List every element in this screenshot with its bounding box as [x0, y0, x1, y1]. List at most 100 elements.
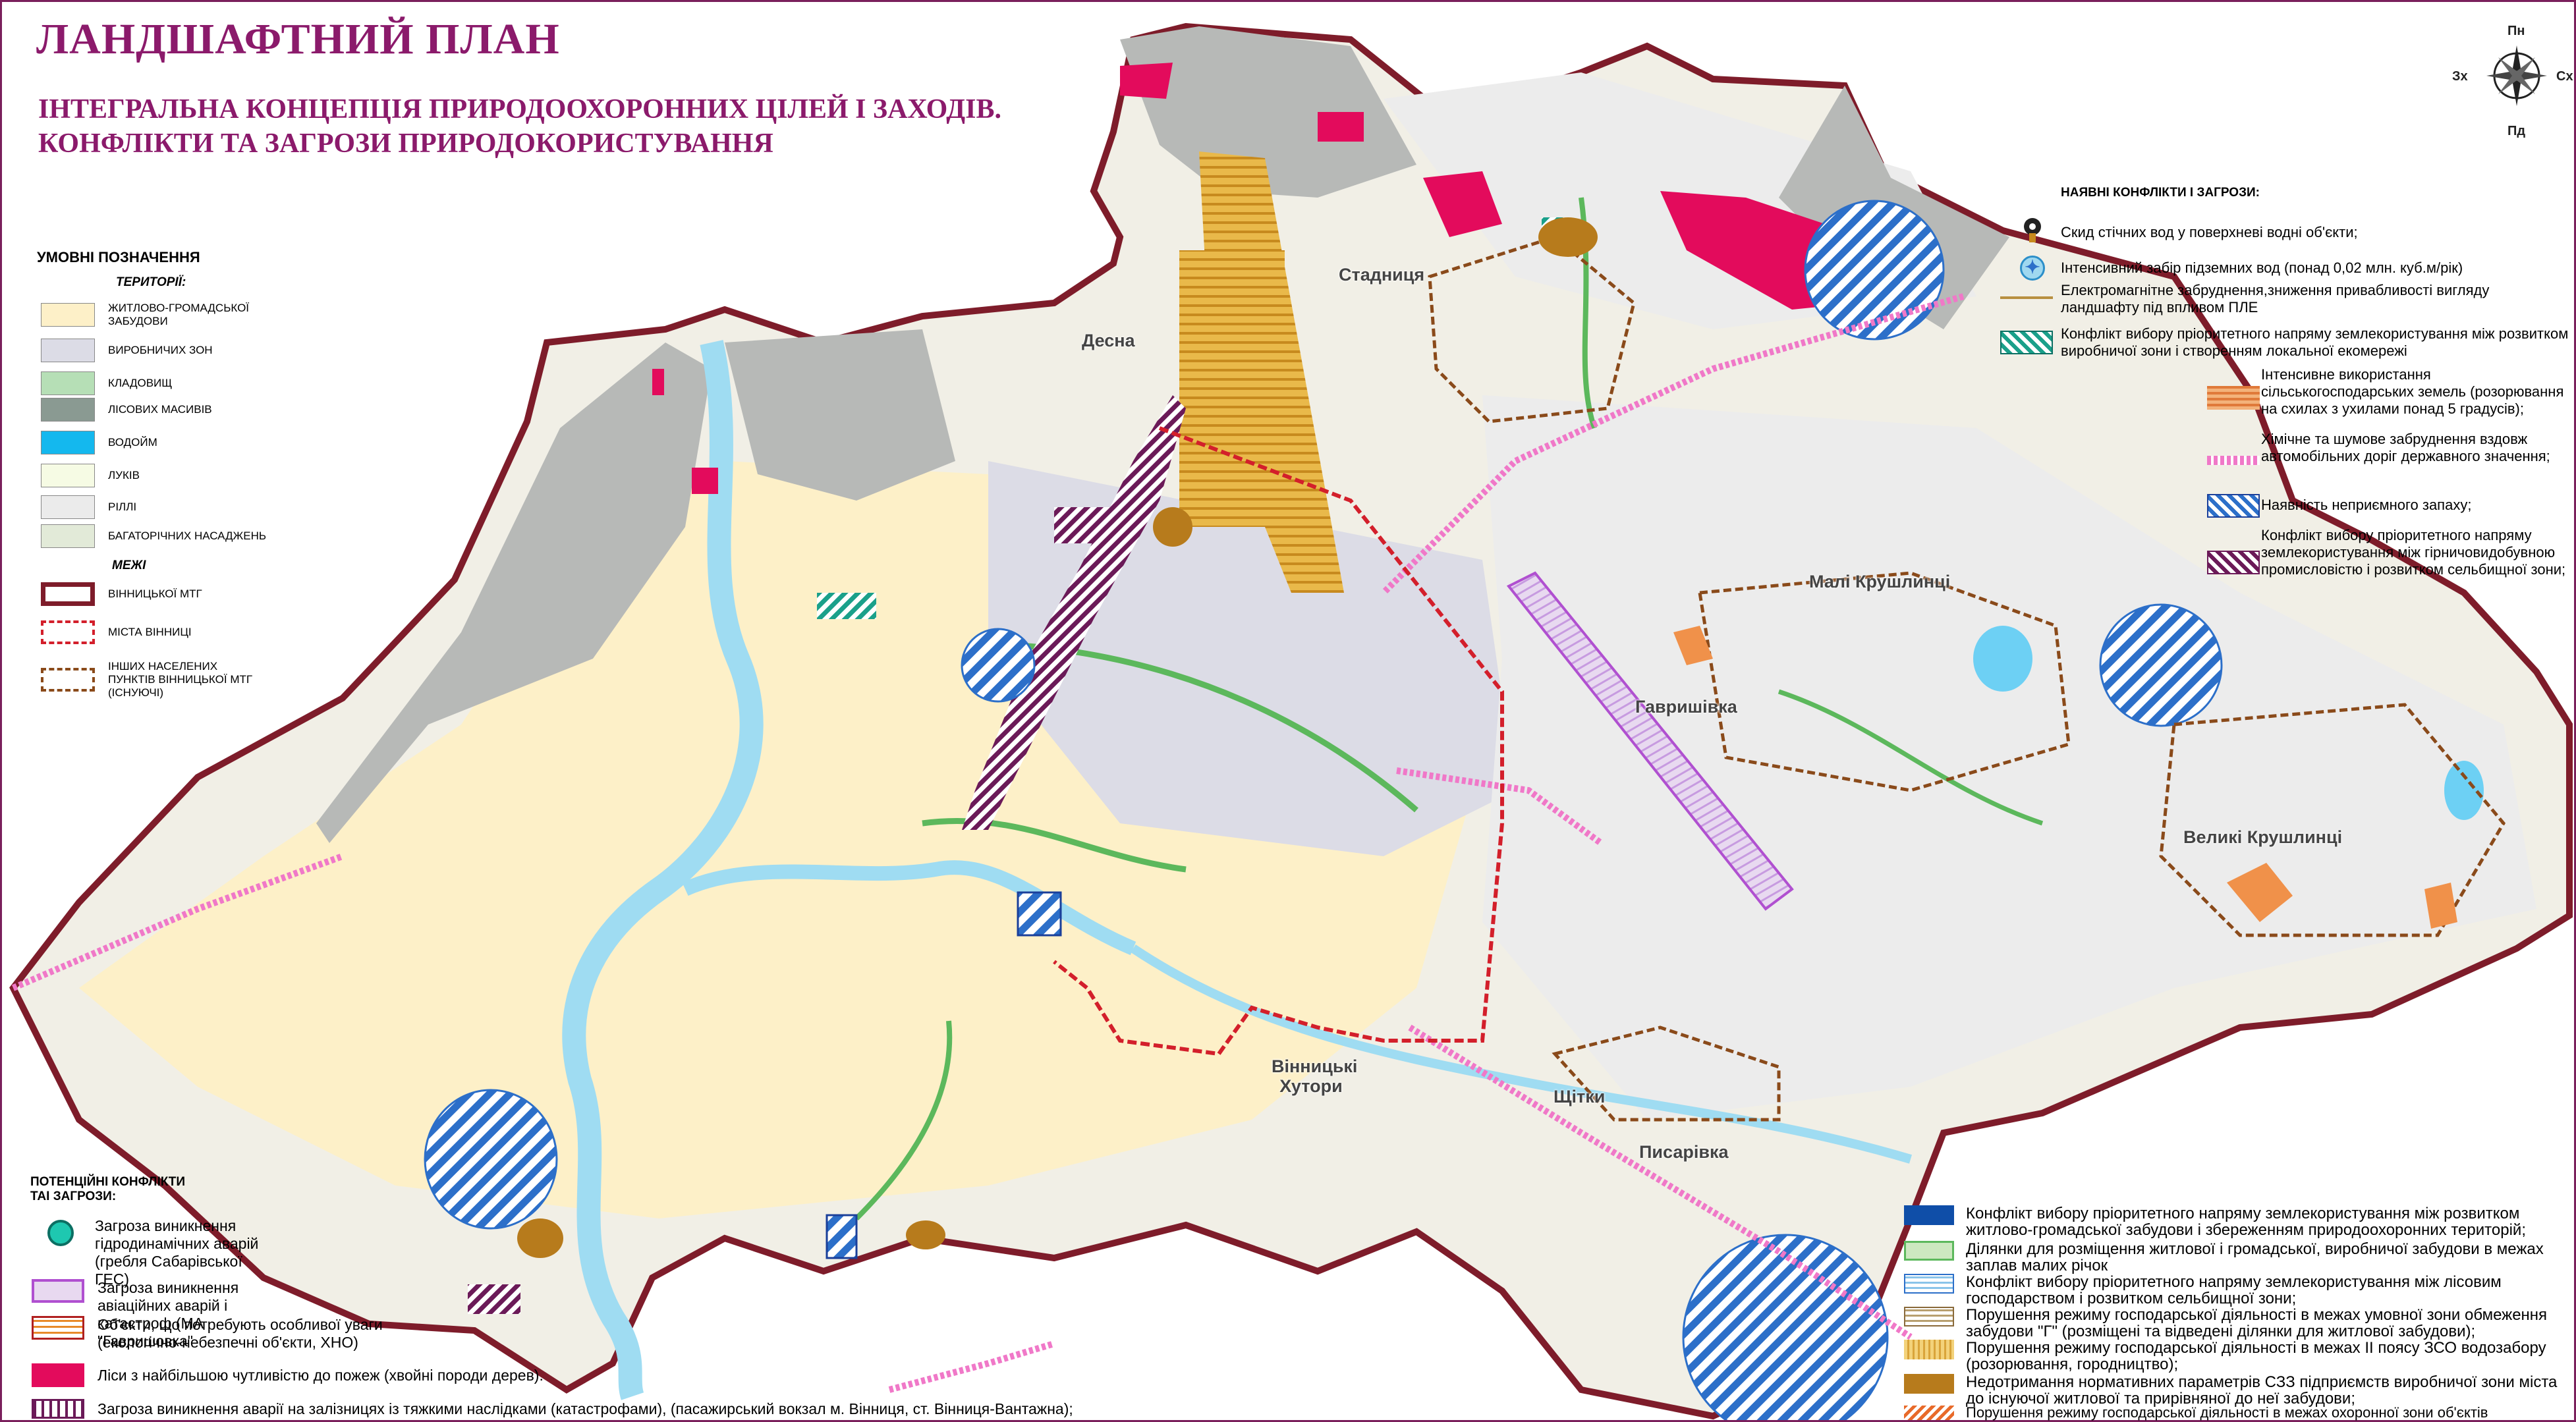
page-subtitle: ІНТЕГРАЛЬНА КОНЦЕПЦІЯ ПРИРОДООХОРОННИХ Ц…: [38, 92, 1001, 161]
place-label: Десна: [1082, 331, 1135, 350]
river: [562, 340, 764, 1400]
industrial-eco-swatch: [2000, 331, 2053, 354]
hazardous-object-swatch: [32, 1316, 84, 1340]
legend-label: ЛУКІВ: [108, 469, 140, 481]
legend-heading: УМОВНІ ПОЗНАЧЕННЯ: [37, 249, 200, 265]
conflict-swatch: [1904, 1340, 1954, 1359]
legend-label: МІСТА ВІННИЦІ: [108, 626, 192, 638]
agriculture-swatch: [2207, 386, 2260, 410]
highway-pollution: [1381, 293, 1965, 595]
railway-accident-swatch: [32, 1399, 84, 1419]
conflict-item: Ділянки для розміщення житлової і громад…: [1904, 1241, 2576, 1274]
odor-zone: [424, 1089, 558, 1230]
legend-item: ЛУКІВ: [41, 464, 140, 487]
legend-item: ЖИТЛОВО-ГРОМАДСЬКОЇ ЗАБУДОВИ: [41, 302, 266, 328]
place-label: Стадниця: [1339, 265, 1425, 285]
place-label: Щітки: [1554, 1087, 1606, 1107]
place-label: Малі Крушлинці: [1809, 572, 1951, 591]
legend-label: БАГАТОРІЧНИХ НАСАДЖЕНЬ: [108, 530, 267, 542]
potential-label: Загроза виникнення аварії на залізницях …: [98, 1400, 1073, 1417]
legend-item: ВІННИЦЬКОЇ МТГ: [41, 582, 202, 606]
legend-swatch: [41, 398, 95, 422]
legend-swatch: [41, 495, 95, 519]
compass-south: Пд: [2507, 124, 2526, 138]
existing-item: Скид стічних вод у поверхневі водні об'є…: [2061, 224, 2358, 240]
subtitle-line-1: ІНТЕГРАЛЬНА КОНЦЕПЦІЯ ПРИРОДООХОРОННИХ Ц…: [38, 94, 1001, 124]
conflict-swatch: [1904, 1274, 1954, 1294]
existing-item: Наявність неприємного запаху;: [2261, 497, 2472, 513]
city-boundary: [1053, 426, 1504, 1056]
conflict-label: Недотримання нормативних параметрів СЗЗ …: [1966, 1373, 2558, 1408]
existing-item: Конфлікт вибору пріоритетного напряму зе…: [2261, 527, 2566, 578]
conflict-label: Конфлікт вибору пріоритетного напряму зе…: [1966, 1205, 2526, 1239]
potential-item: Об'єкти, що потребують особливої уваги (…: [32, 1316, 440, 1352]
potential-item: Ліси з найбільшою чутливістю до пожеж (х…: [32, 1363, 544, 1387]
legend-label: ВІННИЦЬКОЇ МТГ: [108, 588, 202, 600]
legend-item: МІСТА ВІННИЦІ: [41, 620, 192, 644]
conflict-item: Недотримання нормативних параметрів СЗЗ …: [1904, 1374, 2576, 1407]
legend-swatch: [41, 464, 95, 487]
industrial-ecological-conflict: [817, 593, 876, 619]
conflict-swatch: [1904, 1241, 1954, 1261]
conflict-label: Конфлікт вибору пріоритетного напряму зе…: [1966, 1273, 2502, 1307]
power-line-swatch: [2000, 296, 2053, 299]
legend-swatch: [41, 371, 95, 395]
existing-heading: НАЯВНІ КОНФЛІКТИ І ЗАГРОЗИ:: [2061, 186, 2260, 200]
odor-zone: [1682, 1234, 1889, 1422]
existing-item: Електромагнітне забруднення,зниження при…: [2061, 282, 2490, 315]
conflict-label: Ділянки для розміщення житлової і громад…: [1966, 1240, 2544, 1274]
legend-item: ВОДОЙМ: [41, 431, 157, 454]
legend-item: БАГАТОРІЧНИХ НАСАДЖЕНЬ: [41, 524, 266, 548]
legend-swatch: [41, 620, 95, 644]
conflict-item: Конфлікт вибору пріоритетного напряму зе…: [1904, 1205, 2576, 1238]
conflict-item: Конфлікт вибору пріоритетного напряму зе…: [1904, 1274, 2576, 1307]
potential-heading: ПОТЕНЦІЙНІ КОНФЛІКТИ ТАІ ЗАГРОЗИ:: [30, 1175, 186, 1203]
subtitle-line-2: КОНФЛІКТИ ТА ЗАГРОЗИ ПРИРОДОКОРИСТУВАННЯ: [38, 128, 773, 159]
potential-item: Загроза виникнення гідродинамічних аварі…: [34, 1217, 266, 1288]
sewage-discharge-icon: [2021, 217, 2044, 244]
conflict-item: Порушення режиму господарської діяльност…: [1904, 1340, 2576, 1373]
conflict-label: Порушення режиму господарської діяльност…: [1966, 1404, 2488, 1421]
conflict-label: Порушення режиму господарської діяльност…: [1966, 1306, 2548, 1340]
legend-item: ІНШИХ НАСЕЛЕНИХ ПУНКТІВ ВІННИЦЬКОЇ МТГ (…: [41, 660, 260, 699]
airport-zone: [1506, 571, 1794, 911]
potential-label: Загроза виникнення авіаційних аварій і к…: [98, 1279, 239, 1350]
legend-item: КЛАДОВИЩ: [41, 371, 172, 395]
place-label: Великі Крушлинці: [2183, 827, 2343, 847]
conflict-item: Порушення режиму господарської діяльност…: [1904, 1307, 2576, 1340]
legend-label: ЖИТЛОВО-ГРОМАДСЬКОЇ ЗАБУДОВИ: [108, 302, 250, 327]
highway-pollution-swatch: [2207, 456, 2260, 465]
legend-label: ІНШИХ НАСЕЛЕНИХ ПУНКТІВ ВІННИЦЬКОЇ МТГ (…: [108, 660, 253, 699]
legend-label: КЛАДОВИЩ: [108, 377, 173, 389]
legend-swatch: [41, 303, 95, 327]
page-title: ЛАНДШАФТНИЙ ПЛАН: [36, 15, 560, 63]
existing-item: Інтенсивне використання сільськогосподар…: [2261, 366, 2564, 417]
legend-swatch: [41, 524, 95, 548]
conflict-label: Порушення режиму господарської діяльност…: [1966, 1339, 2546, 1373]
odor-zone: [961, 628, 1036, 703]
legend-territories-heading: ТЕРИТОРІЇ:: [116, 275, 186, 289]
compass-north: Пн: [2507, 24, 2525, 38]
mining-conflict-swatch: [2207, 551, 2260, 574]
compass-east: Сх: [2556, 69, 2573, 84]
existing-item: Інтенсивний забір підземних вод (понад 0…: [2061, 260, 2463, 276]
mining-conflict: [962, 395, 1186, 830]
conflict-item: Порушення режиму господарської діяльност…: [1904, 1406, 2576, 1420]
existing-item: Хімічне та шумове забруднення вздовж авт…: [2261, 431, 2550, 464]
legend-item: РІЛЛІ: [41, 495, 136, 519]
forest-area: [1120, 26, 1416, 198]
legend-label: РІЛЛІ: [108, 501, 137, 513]
legend-borders-heading: МЕЖІ: [112, 559, 146, 572]
place-label: Гавришівка: [1635, 697, 1737, 717]
potential-label: Загроза виникнення гідродинамічних аварі…: [95, 1217, 259, 1288]
conflict-swatch: [1904, 1406, 1954, 1420]
potential-item: Загроза виникнення аварії на залізницях …: [32, 1399, 1073, 1419]
airport-swatch: [32, 1279, 84, 1303]
compass-west: Зх: [2452, 69, 2468, 84]
conflict-swatch: [1904, 1307, 1954, 1326]
legend-swatch: [41, 339, 95, 362]
legend-swatch: [41, 582, 95, 606]
potential-label: Ліси з найбільшою чутливістю до пожеж (х…: [98, 1367, 544, 1384]
